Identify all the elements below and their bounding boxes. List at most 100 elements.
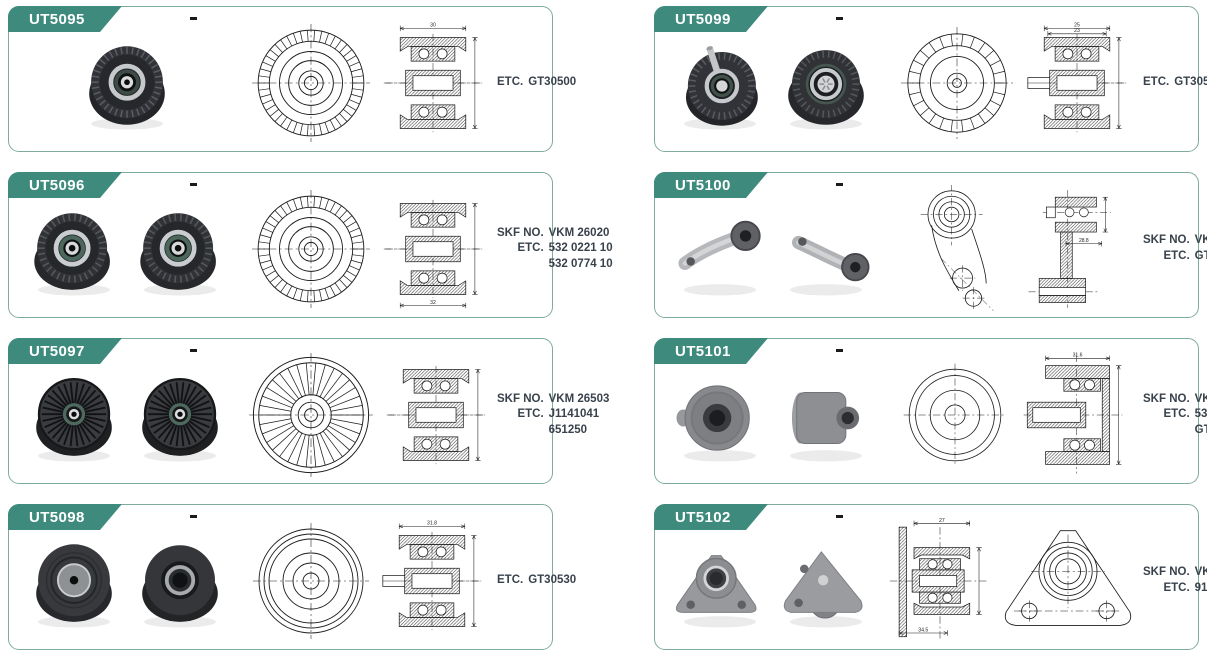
technical-drawings: 31.8 [235, 517, 497, 645]
reference-value: GT40930 [1194, 423, 1207, 436]
reference-label: ETC. [1143, 76, 1170, 89]
reference-label: ETC. [517, 242, 544, 255]
reference-block: SKF NO.VKM 21147ETC.532 0349 10GT40930 [1143, 392, 1207, 439]
product-photo [675, 555, 757, 628]
product-photo [142, 545, 218, 628]
svg-text:25: 25 [1074, 23, 1080, 29]
reference-block: SKF NO.VKM 21121ETC.GT30550 [1143, 233, 1207, 264]
reference-block: ETC. GT30530 [497, 573, 576, 589]
technical-drawings: 28.8 [881, 184, 1143, 314]
technical-drawing-front [900, 26, 1014, 140]
reference-label: ETC. [497, 574, 524, 587]
product-photos [665, 204, 881, 300]
technical-drawing-section: 32 [383, 199, 483, 309]
tick-mark [836, 349, 843, 352]
product-photos [665, 370, 881, 466]
product-photo [34, 213, 110, 296]
part-number: UT5098 [29, 508, 85, 526]
part-card: UT5102 27 34.5 SKF NO.VKM 26610ETC.914637… [654, 504, 1207, 650]
reference-label: ETC. [517, 408, 544, 421]
svg-text:27: 27 [939, 518, 945, 524]
product-photo [36, 544, 112, 628]
technical-drawings: 27 34.5 [881, 516, 1143, 646]
part-number-badge: UT5099 [654, 6, 768, 32]
technical-drawing-front [249, 353, 373, 477]
part-number: UT5101 [675, 342, 731, 360]
reference-label: ETC. [1163, 408, 1190, 421]
technical-drawing-section: 28.8 [1028, 190, 1111, 308]
technical-drawings: 30 [235, 19, 497, 147]
product-photo [790, 235, 870, 296]
part-number-badge: UT5097 [8, 338, 122, 364]
card-content: 30 ETC.GT30500 [9, 7, 576, 151]
part-number: UT5100 [675, 176, 731, 194]
tick-mark [836, 17, 843, 20]
reference-value: GT30540 [1174, 76, 1207, 89]
svg-text:34.5: 34.5 [918, 627, 928, 633]
tick-mark [190, 183, 197, 186]
reference-label: ETC. [497, 76, 524, 89]
reference-label: SKF NO. [1143, 566, 1190, 579]
tick-mark [190, 349, 197, 352]
card-content: 27 34.5 SKF NO.VKM 26610ETC.9146377 [655, 505, 1207, 649]
reference-label: SKF NO. [497, 392, 544, 405]
reference-lines: SKF NO.VKM 21121ETC.GT30550 [1143, 233, 1207, 264]
technical-drawing-section [386, 365, 486, 465]
part-number-badge: UT5095 [8, 6, 122, 32]
card-content: 31.8 ETC. GT30530 [9, 505, 576, 649]
product-photos [19, 38, 235, 134]
reference-label [1143, 423, 1190, 439]
part-number: UT5095 [29, 10, 85, 28]
reference-value: 532 0221 10 [548, 242, 613, 255]
part-card: UT5095 30 ETC.GT30500 [8, 6, 576, 152]
reference-block: ETC. GT30540 [1143, 75, 1207, 91]
product-photo [676, 385, 756, 462]
technical-drawing-section: 30 [383, 23, 483, 133]
part-number-badge: UT5100 [654, 172, 768, 198]
reference-value: J1141041 [548, 408, 600, 421]
product-photo [142, 378, 218, 462]
reference-label: SKF NO. [1143, 392, 1190, 405]
product-photo [788, 50, 864, 130]
reference-lines: ETC.GT30500 [497, 75, 576, 91]
reference-label: SKF NO. [1143, 234, 1190, 247]
part-number-badge: UT5098 [8, 504, 122, 530]
part-card: UT5101 31.6 SKF NO.VKM 21147ETC.532 0349… [654, 338, 1207, 484]
part-number: UT5099 [675, 10, 731, 28]
part-number-badge: UT5102 [654, 504, 768, 530]
svg-text:32: 32 [430, 300, 436, 306]
product-photo [684, 46, 758, 130]
reference-block: ETC.GT30500 [497, 75, 576, 91]
reference-label: ETC. [1163, 250, 1190, 262]
reference-label: ETC. [1163, 582, 1190, 594]
card-content: 28.8 SKF NO.VKM 21121ETC.GT30550 [655, 173, 1207, 317]
tick-mark [836, 515, 843, 518]
technical-drawings [235, 351, 497, 479]
technical-drawing-front [252, 24, 370, 142]
reference-lines: SKF NO.VKM 26610ETC.9146377 [1143, 565, 1207, 596]
part-card: UT5100 28.8 SKF NO.VKM 21121ETC.GT30550 [654, 172, 1207, 318]
product-photos [19, 370, 235, 466]
product-photo [790, 392, 862, 462]
reference-value: VKM 21121 [1194, 234, 1207, 247]
part-number: UT5097 [29, 342, 85, 360]
technical-drawing-front [903, 363, 1007, 467]
technical-drawing-front [920, 185, 994, 311]
reference-label [497, 257, 544, 273]
reference-value: GT30530 [528, 574, 577, 587]
product-photo [89, 46, 165, 130]
product-photos [665, 536, 881, 632]
reference-label: SKF NO. [497, 226, 544, 239]
svg-text:30: 30 [430, 23, 436, 29]
